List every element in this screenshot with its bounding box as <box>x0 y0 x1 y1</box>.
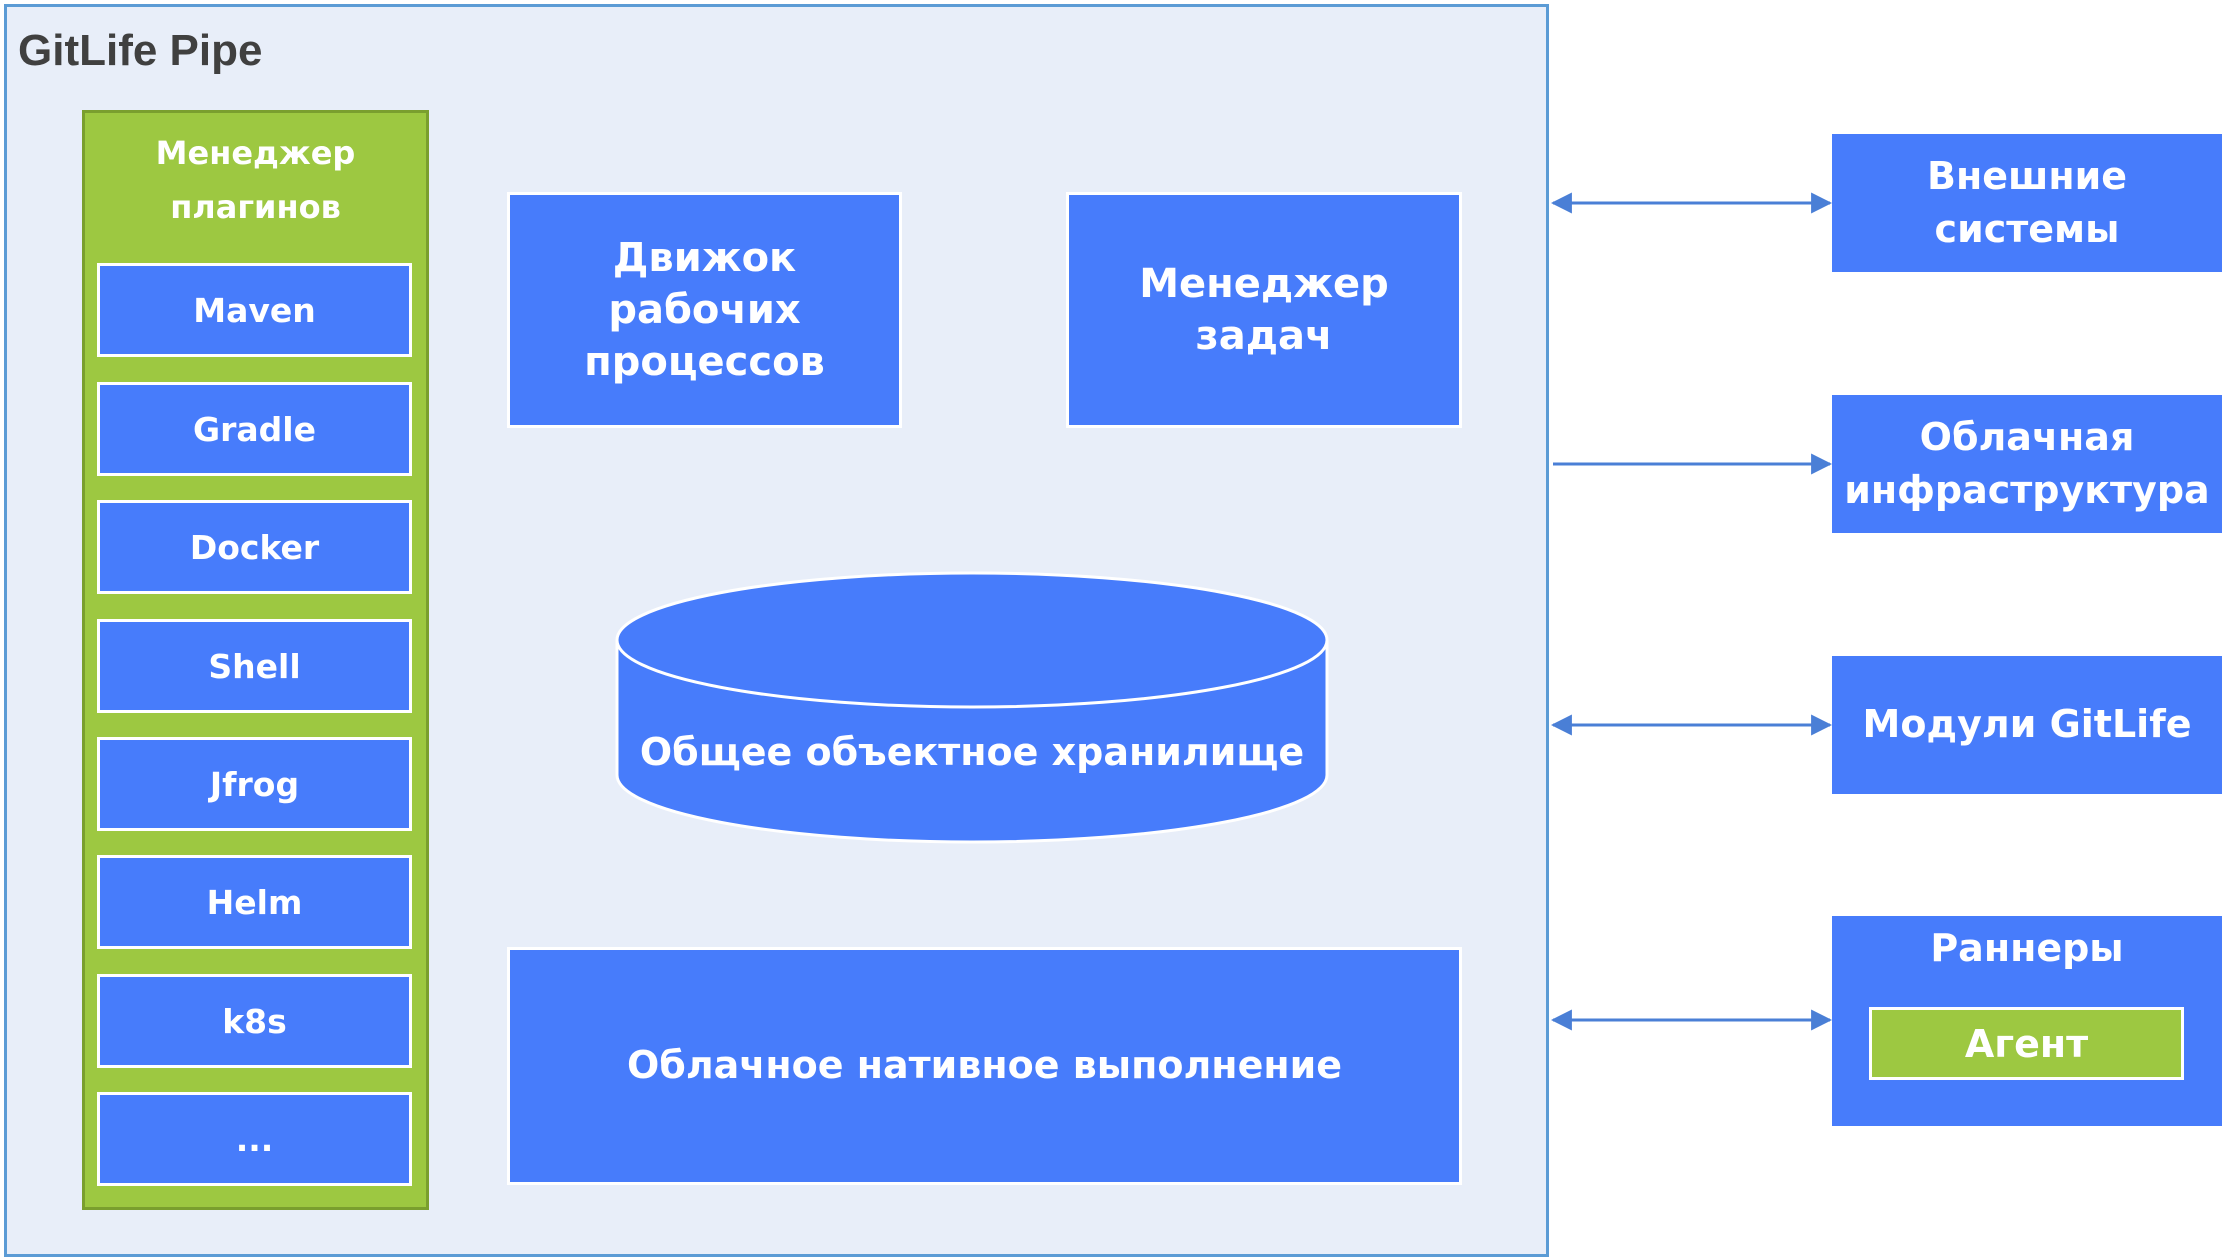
plugin-jfrog: Jfrog <box>97 737 412 831</box>
plugin-maven: Maven <box>97 263 412 357</box>
object-storage-cylinder <box>615 571 1329 844</box>
cloud-infrastructure-box: Облачная инфраструктура <box>1832 395 2222 533</box>
task-manager-box: Менеджер задач <box>1066 192 1462 428</box>
plugin-manager-title: Менеджер плагинов <box>155 134 356 226</box>
workflow-engine-box: Движок рабочих процессов <box>507 192 902 428</box>
object-storage-label: Общее объектное хранилище <box>639 730 1305 774</box>
agent-box: Агент <box>1869 1007 2184 1080</box>
external-systems-box: Внешние системы <box>1832 134 2222 272</box>
plugin-shell: Shell <box>97 619 412 713</box>
plugin-k8s: k8s <box>97 974 412 1068</box>
gitlife-modules-box: Модули GitLife <box>1832 656 2222 794</box>
plugin-more: ... <box>97 1092 412 1186</box>
runners-label: Раннеры <box>1930 926 2124 970</box>
cloud-native-execution-box: Облачное нативное выполнение <box>507 947 1462 1185</box>
diagram-title: GitLife Pipe <box>18 26 263 75</box>
plugin-docker: Docker <box>97 500 412 594</box>
plugin-helm: Helm <box>97 855 412 949</box>
plugin-gradle: Gradle <box>97 382 412 476</box>
